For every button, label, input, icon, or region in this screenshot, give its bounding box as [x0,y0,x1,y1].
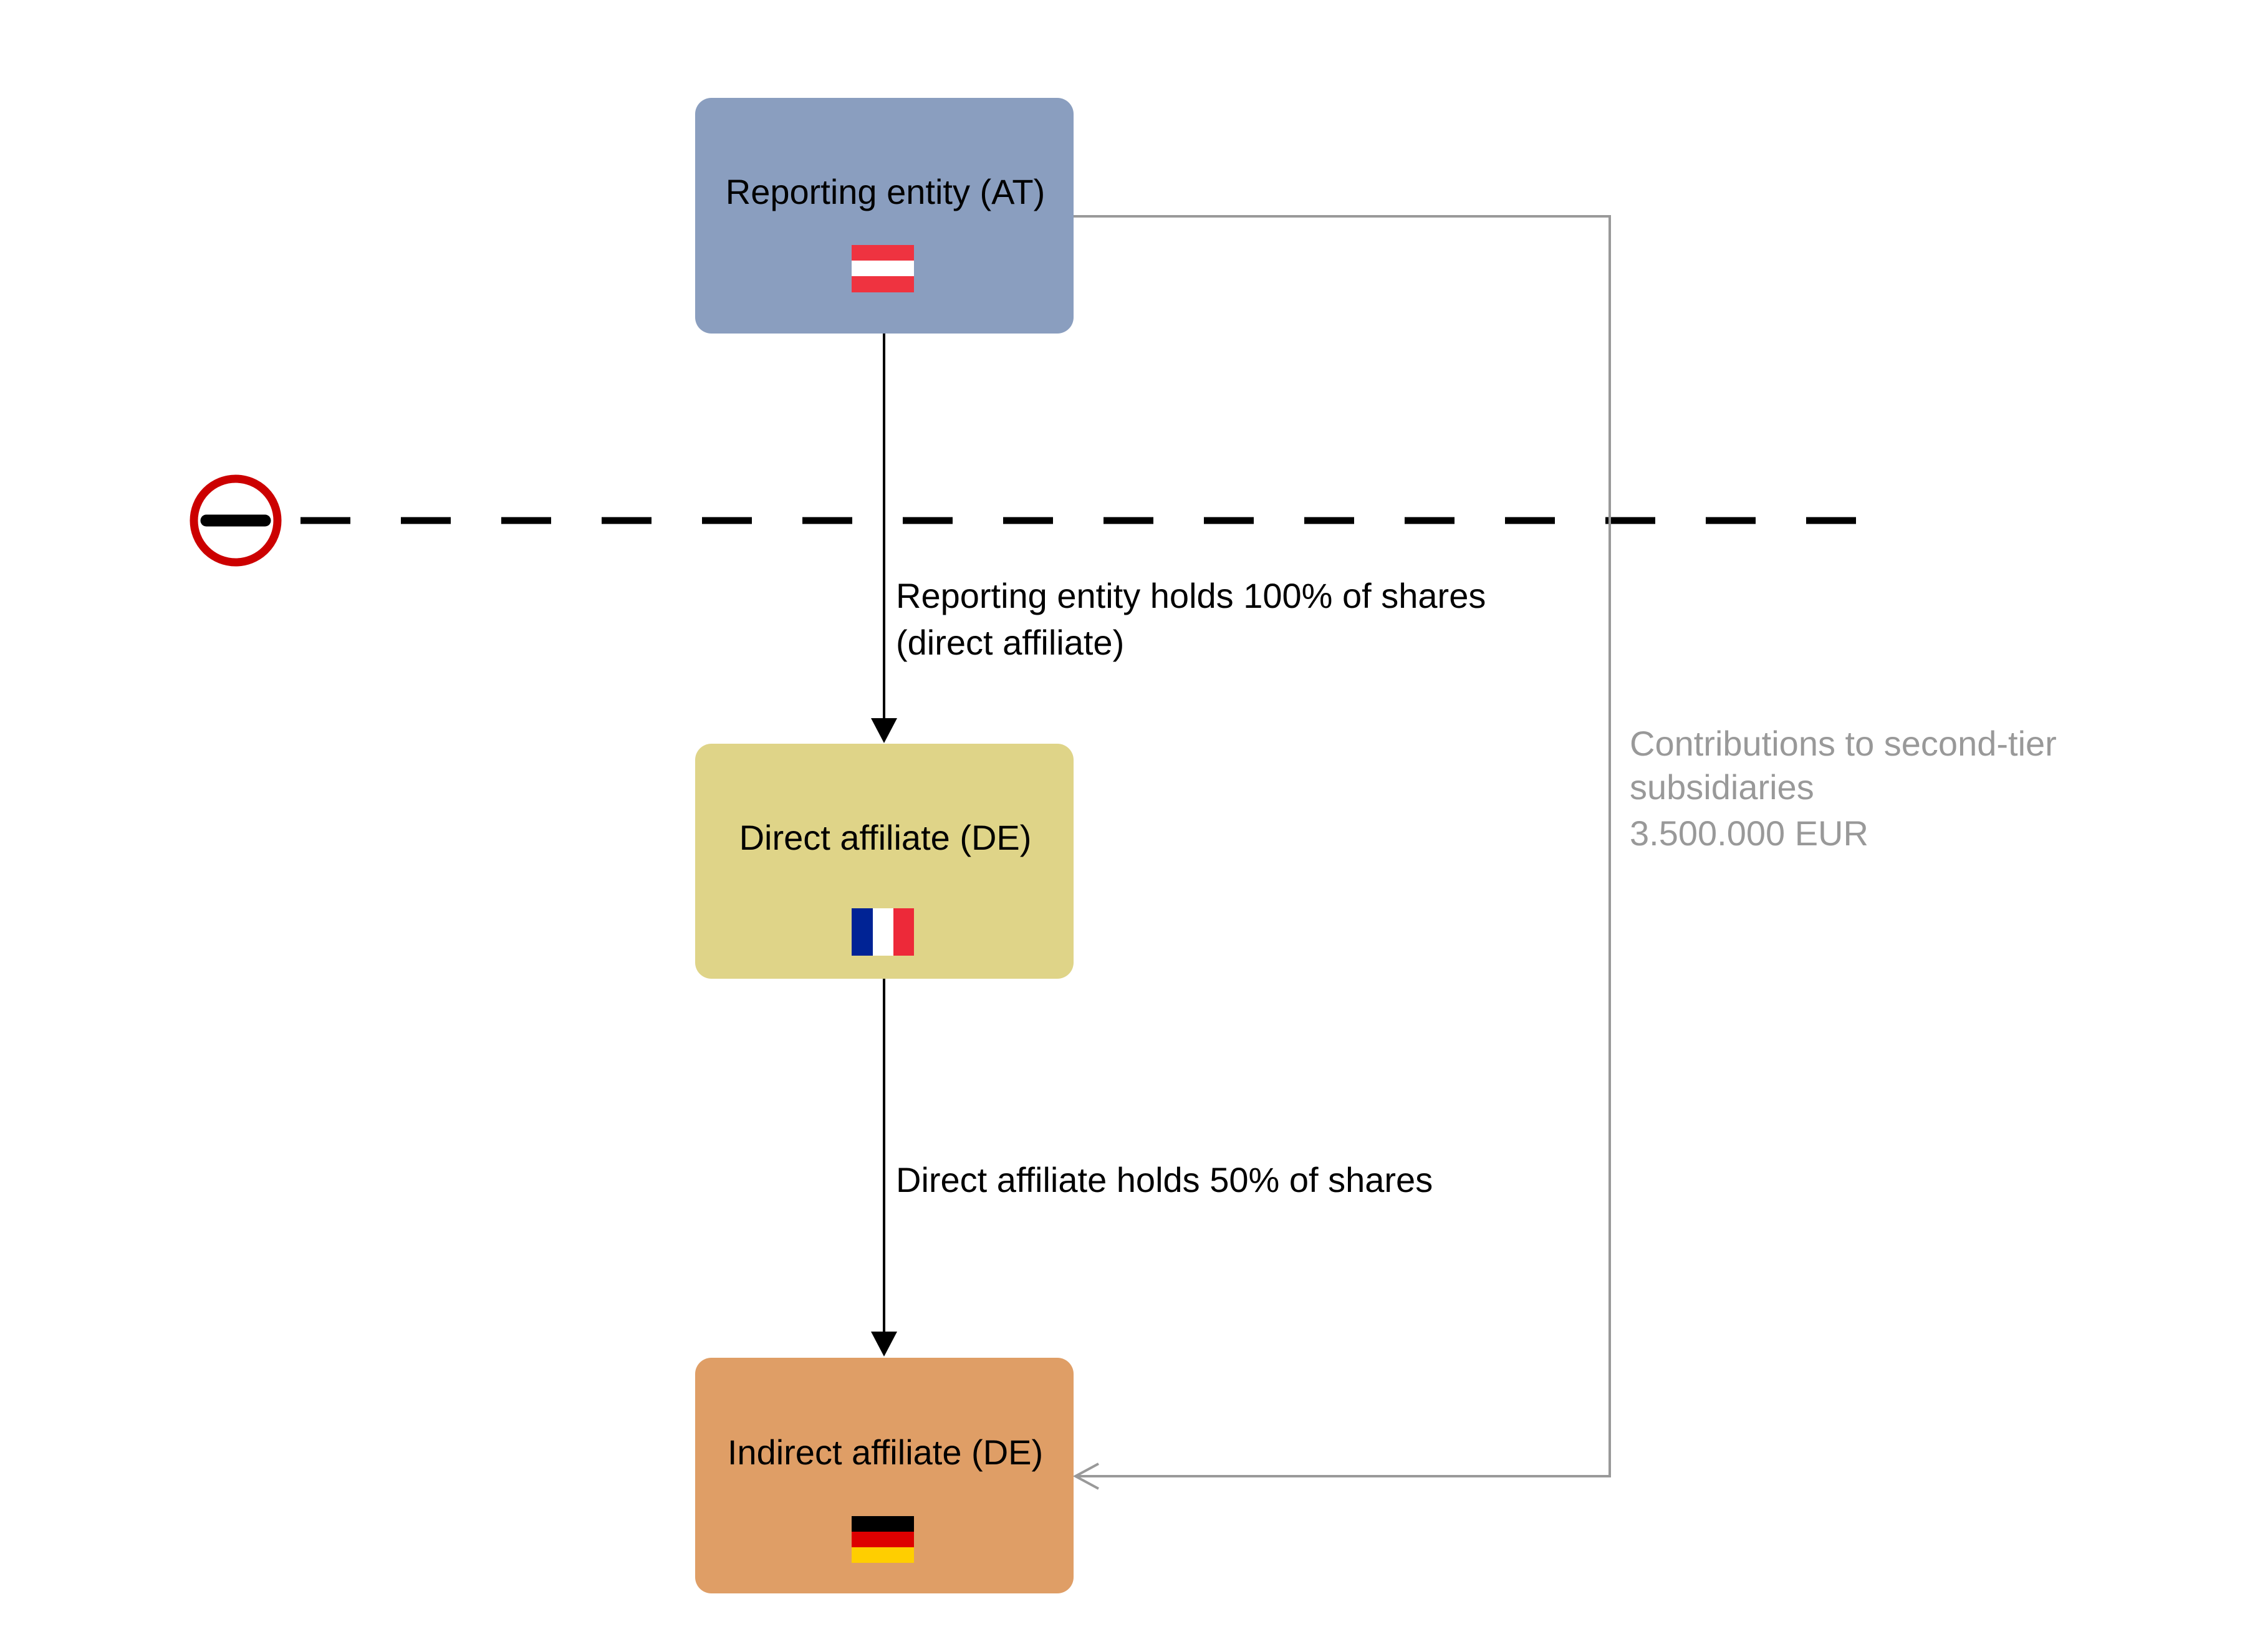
boundary [190,474,1867,567]
open-arrowhead-icon [1072,1462,1099,1490]
contribution-label-line2: subsidiaries [1630,767,1814,807]
edge-label-reporting-to-direct: Reporting entity holds 100% of shares (d… [896,576,1486,662]
arrowhead-icon [871,718,897,743]
contribution-amount: 3.500.000 EUR [1630,814,1868,853]
node-reporting-label: Reporting entity (AT) [726,172,1045,211]
arrowhead-icon [871,1332,897,1357]
contribution-line [1072,215,1611,1490]
minus-circle-icon [190,474,282,567]
contribution-label-line1: Contributions to second-tier [1630,724,2057,763]
edge-reporting-to-direct [871,334,897,743]
edge-label-direct-to-indirect: Direct affiliate holds 50% of shares [896,1160,1433,1199]
node-direct-label: Direct affiliate (DE) [739,818,1032,857]
node-indirect-affiliate[interactable]: Indirect affiliate (DE) [695,1358,1074,1593]
edge-label-line1: Reporting entity holds 100% of shares [896,576,1486,615]
france-flag [852,908,914,956]
contribution-label: Contributions to second-tier subsidiarie… [1630,724,2057,853]
node-direct-affiliate[interactable]: Direct affiliate (DE) [695,744,1074,979]
edge-direct-to-indirect [871,979,897,1357]
edge-label-line1: Direct affiliate holds 50% of shares [896,1160,1433,1199]
node-indirect-label: Indirect affiliate (DE) [728,1433,1043,1472]
node-reporting-entity[interactable]: Reporting entity (AT) [695,98,1074,334]
edge-label-line2: (direct affiliate) [896,623,1124,662]
austria-flag [852,245,914,292]
germany-flag [852,1516,914,1563]
